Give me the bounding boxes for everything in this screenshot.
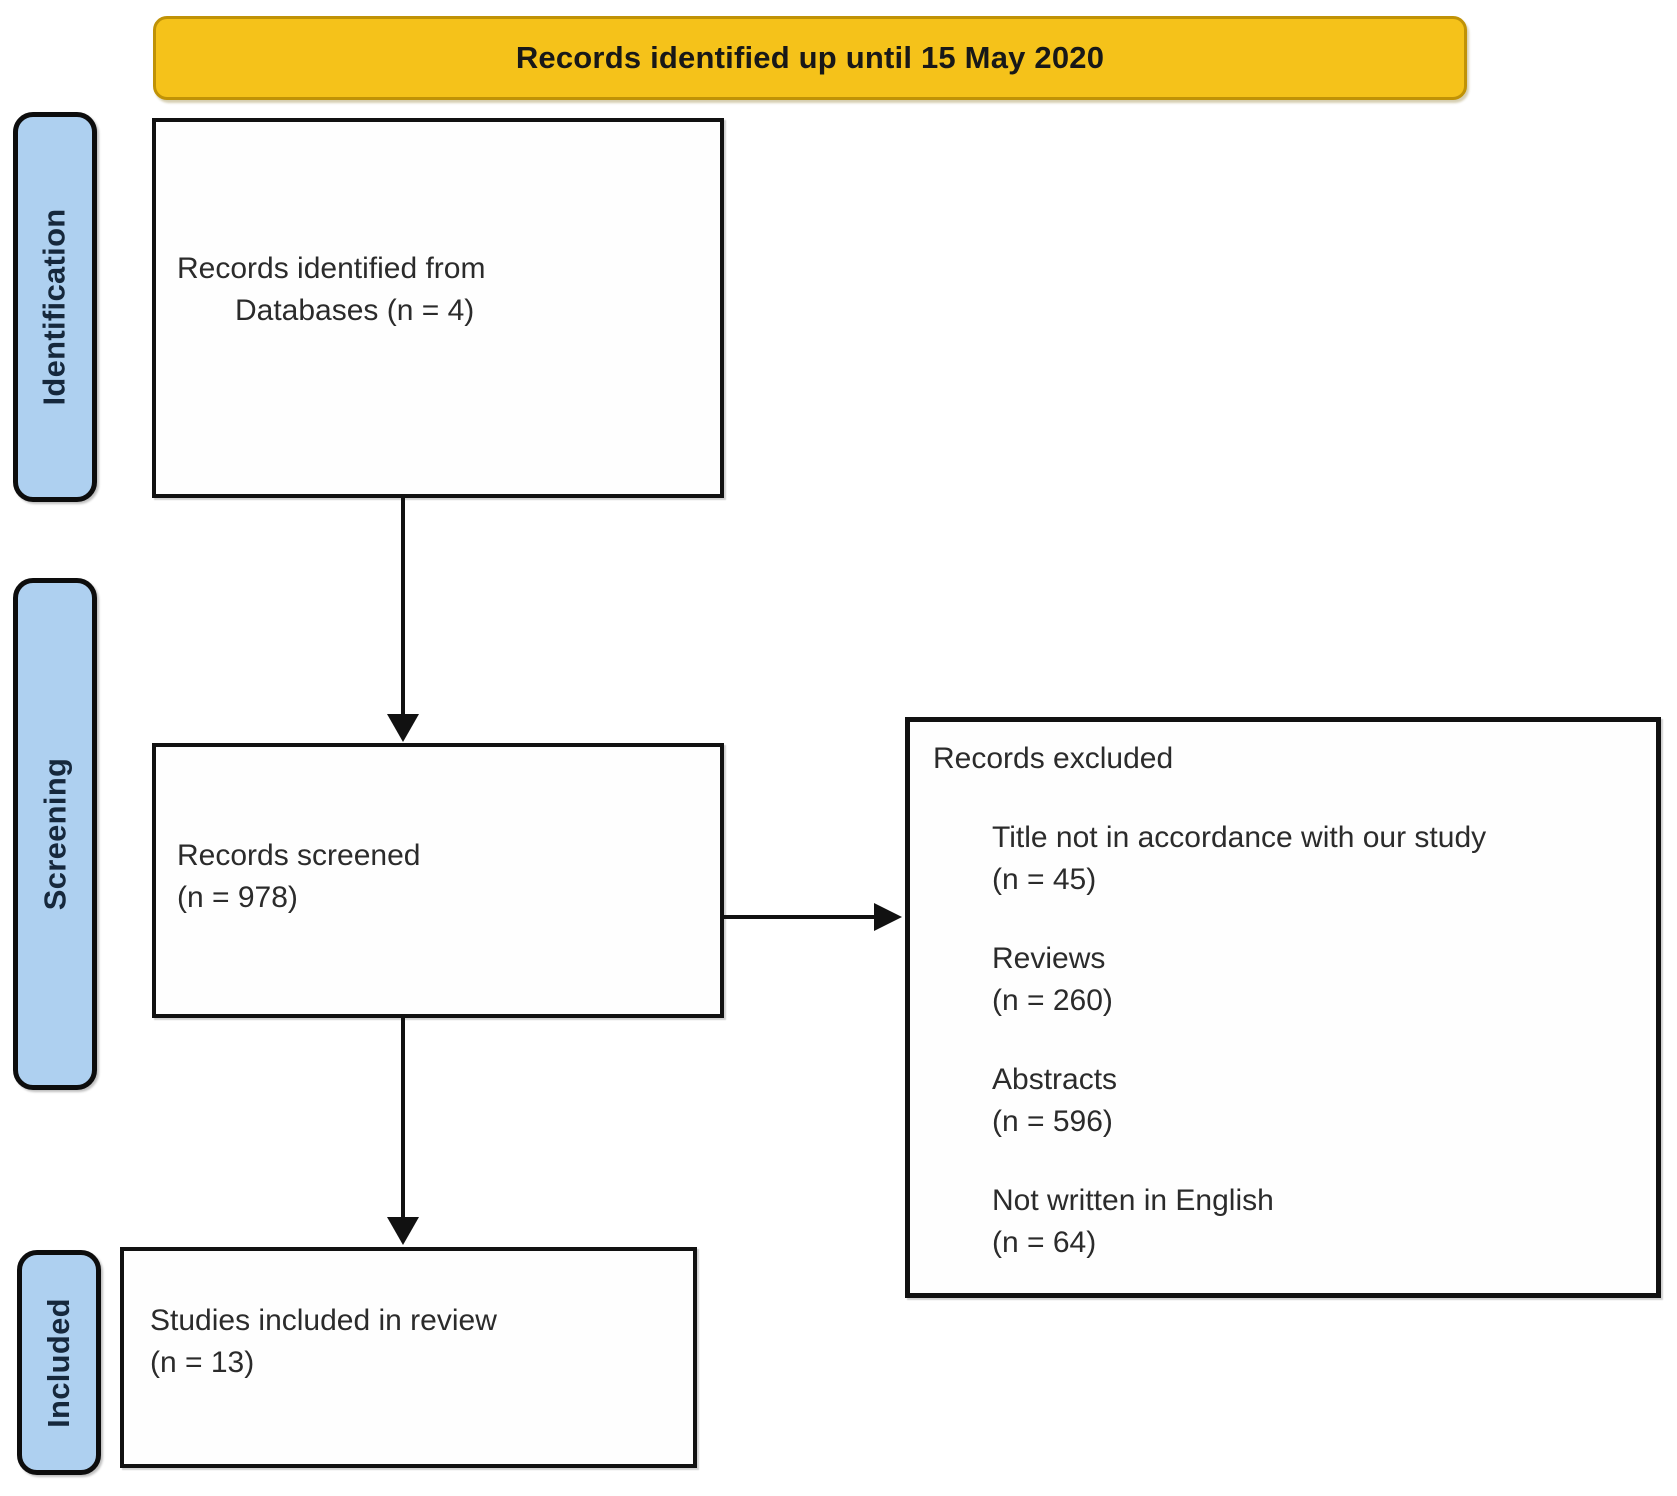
records-screened-text: Records screened (n = 978) <box>177 835 420 919</box>
stage-label-screening: Screening <box>13 578 97 1090</box>
exclusion-reason-count: (n = 45) <box>992 863 1097 896</box>
exclusion-reason-count: (n = 260) <box>992 984 1113 1017</box>
records-identified-text: Records identified from Databases (n = 4… <box>177 248 485 332</box>
exclusion-reason: Reviews (n = 260) <box>992 938 1113 1022</box>
stage-label-identification-text: Identification <box>37 208 72 406</box>
records-excluded-title: Records excluded <box>933 742 1174 775</box>
arrowhead-right-icon <box>874 903 902 931</box>
exclusion-reason: Not written in English (n = 64) <box>992 1180 1274 1264</box>
box-records-identified <box>152 118 724 498</box>
date-banner: Records identified up until 15 May 2020 <box>153 16 1467 100</box>
exclusion-reason-label: Abstracts <box>992 1063 1118 1096</box>
box-records-excluded <box>905 717 1661 1298</box>
studies-included-count: (n = 13) <box>150 1346 255 1379</box>
exclusion-reason-label: Title not in accordance with our study <box>992 821 1487 854</box>
box-records-screened <box>152 743 724 1018</box>
arrowhead-down-icon <box>387 1217 419 1245</box>
arrow-identified-to-screened <box>401 498 405 716</box>
records-identified-line2: Databases (n = 4) <box>235 294 475 327</box>
stage-label-included: Included <box>17 1250 101 1475</box>
exclusion-reason-label: Not written in English <box>992 1184 1274 1217</box>
records-screened-count: (n = 978) <box>177 881 298 914</box>
exclusion-reason-count: (n = 596) <box>992 1105 1113 1138</box>
box-studies-included <box>120 1247 697 1468</box>
stage-label-included-text: Included <box>41 1297 77 1428</box>
records-screened-line1: Records screened <box>177 839 421 872</box>
arrowhead-down-icon <box>387 714 419 742</box>
exclusion-reason-count: (n = 64) <box>992 1226 1097 1259</box>
stage-label-identification: Identification <box>13 112 97 502</box>
studies-included-text: Studies included in review (n = 13) <box>150 1300 497 1384</box>
exclusion-reason: Title not in accordance with our study (… <box>992 817 1486 901</box>
stage-label-screening-text: Screening <box>37 757 72 911</box>
records-identified-line1: Records identified from <box>177 252 486 285</box>
studies-included-line1: Studies included in review <box>150 1304 497 1337</box>
arrow-screened-to-included <box>401 1017 405 1219</box>
exclusion-reason-label: Reviews <box>992 942 1106 975</box>
arrow-screened-to-excluded <box>724 915 876 919</box>
exclusion-reason: Abstracts (n = 596) <box>992 1059 1117 1143</box>
